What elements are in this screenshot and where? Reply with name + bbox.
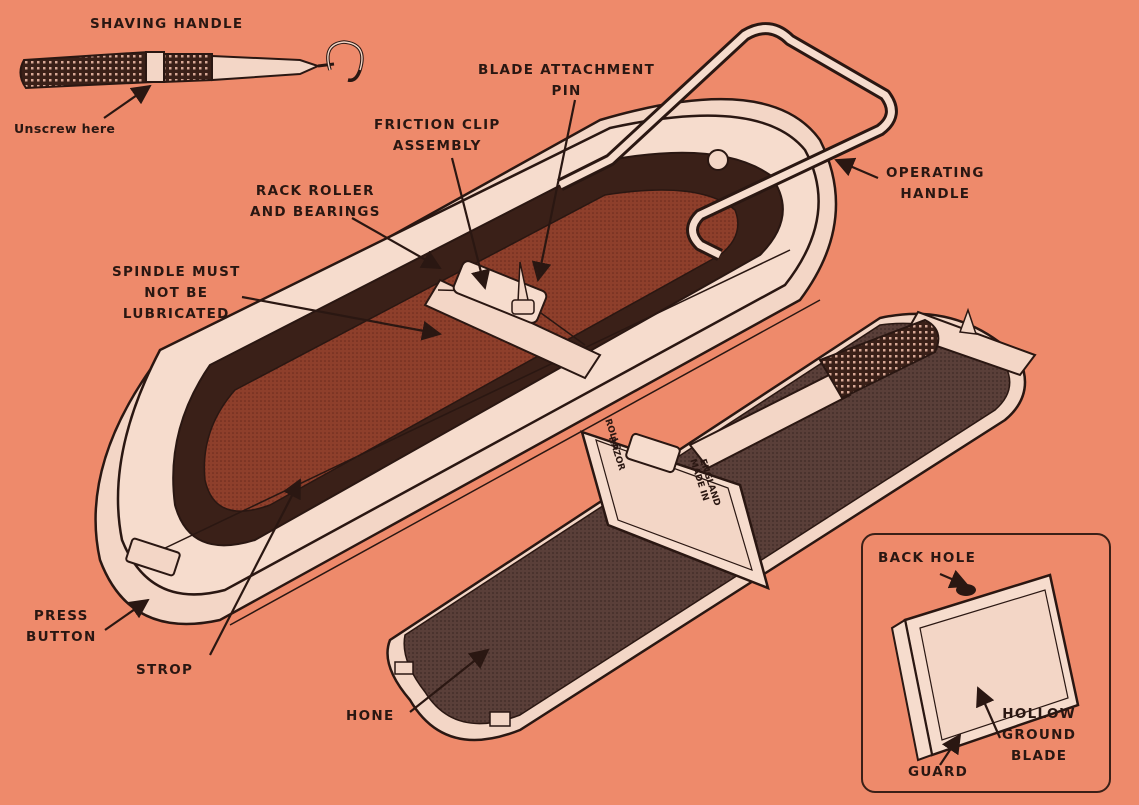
label-operating-handle-line1: OPERATING [886,165,985,181]
label-spindle-line2: NOT BE [144,285,209,301]
label-hollow-line2: GROUND [1002,727,1077,743]
label-blade-attachment-pin-line2: PIN [551,83,582,99]
label-hollow-line1: HOLLOW [1002,706,1076,722]
label-hollow-line3: BLADE [1010,748,1068,764]
label-spindle-warning: SPINDLE MUST NOT BE LUBRICATED [112,262,241,325]
label-spindle-line1: SPINDLE MUST [112,264,241,280]
label-rack-roller-line1: RACK ROLLER [255,183,375,199]
label-guard: GUARD [908,764,969,780]
razor-case [94,97,838,626]
label-unscrew-here: Unscrew here [14,121,116,136]
label-operating-handle: OPERATING HANDLE [886,163,985,205]
label-hollow-ground-blade: HOLLOW GROUND BLADE [1002,704,1076,767]
label-blade-attachment-pin: BLADE ATTACHMENT PIN [478,60,655,102]
label-rack-roller-line2: AND BEARINGS [250,204,381,220]
annotation-arrows [103,84,1002,766]
inset-frame [861,533,1111,793]
operating-handle-illustration [557,22,898,261]
label-press-button: PRESS BUTTON [26,606,97,648]
label-back-hole: BACK HOLE [878,550,977,566]
inset-blade-illustration [890,573,1080,762]
label-hone: HONE [346,708,395,724]
label-spindle-line3: LUBRICATED [122,306,230,322]
shaving-handle-illustration [19,40,364,90]
label-friction-clip-line1: FRICTION CLIP [374,117,501,133]
label-rack-roller: RACK ROLLER AND BEARINGS [250,181,381,223]
label-press-button-line2: BUTTON [26,629,97,645]
label-blade-attachment-pin-line1: BLADE ATTACHMENT [478,62,656,78]
label-operating-handle-line2: HANDLE [900,186,971,202]
razor-with-handle: ROLLS RAZOR MADE IN ENGLAND [580,318,940,591]
label-strop: STROP [136,662,194,678]
label-friction-clip-assembly: FRICTION CLIP ASSEMBLY [374,115,501,157]
label-friction-clip-line2: ASSEMBLY [392,138,482,154]
label-press-button-line1: PRESS [33,608,89,624]
label-shaving-handle: SHAVING HANDLE [90,16,244,32]
